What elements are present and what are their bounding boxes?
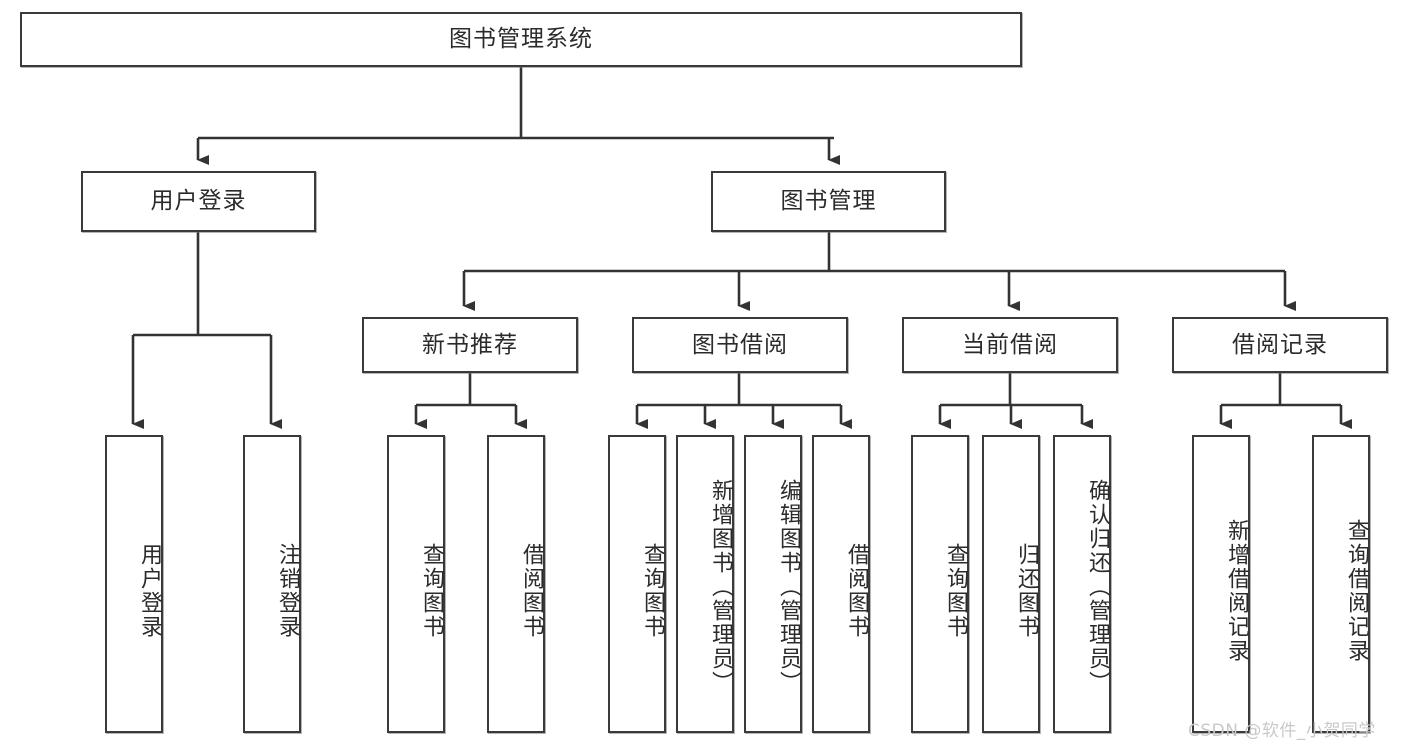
node-book-manage[interactable]: 图书管理 bbox=[711, 171, 946, 232]
node-leaf-add-book-admin[interactable]: 新增图书（管理员） bbox=[676, 435, 734, 733]
node-leaf-edit-book-admin[interactable]: 编辑图书（管理员） bbox=[744, 435, 802, 733]
node-leaf-confirm-return-admin[interactable]: 确认归还（管理员） bbox=[1053, 435, 1111, 733]
node-leaf-return-book[interactable]: 归还图书 bbox=[982, 435, 1040, 733]
node-leaf-borrow-book-borrow[interactable]: 借阅图书 bbox=[812, 435, 870, 733]
node-leaf-query-book-recommend[interactable]: 查询图书 bbox=[387, 435, 445, 733]
node-leaf-query-book-borrow[interactable]: 查询图书 bbox=[608, 435, 666, 733]
node-root-system[interactable]: 图书管理系统 bbox=[20, 12, 1022, 67]
node-new-book-recommend[interactable]: 新书推荐 bbox=[362, 317, 578, 373]
node-leaf-query-book-current[interactable]: 查询图书 bbox=[911, 435, 969, 733]
node-leaf-query-borrow-record[interactable]: 查询借阅记录 bbox=[1312, 435, 1370, 733]
node-leaf-logout[interactable]: 注销登录 bbox=[243, 435, 301, 733]
node-leaf-user-login[interactable]: 用户登录 bbox=[105, 435, 163, 733]
node-borrow-record[interactable]: 借阅记录 bbox=[1172, 317, 1388, 373]
node-leaf-add-borrow-record[interactable]: 新增借阅记录 bbox=[1192, 435, 1250, 733]
node-leaf-borrow-book-recommend[interactable]: 借阅图书 bbox=[487, 435, 545, 733]
node-book-borrow[interactable]: 图书借阅 bbox=[632, 317, 848, 373]
node-user-login[interactable]: 用户登录 bbox=[81, 171, 316, 232]
csdn-watermark: CSDN @软件_小贺同学 bbox=[1188, 721, 1376, 741]
node-current-borrow[interactable]: 当前借阅 bbox=[902, 317, 1118, 373]
